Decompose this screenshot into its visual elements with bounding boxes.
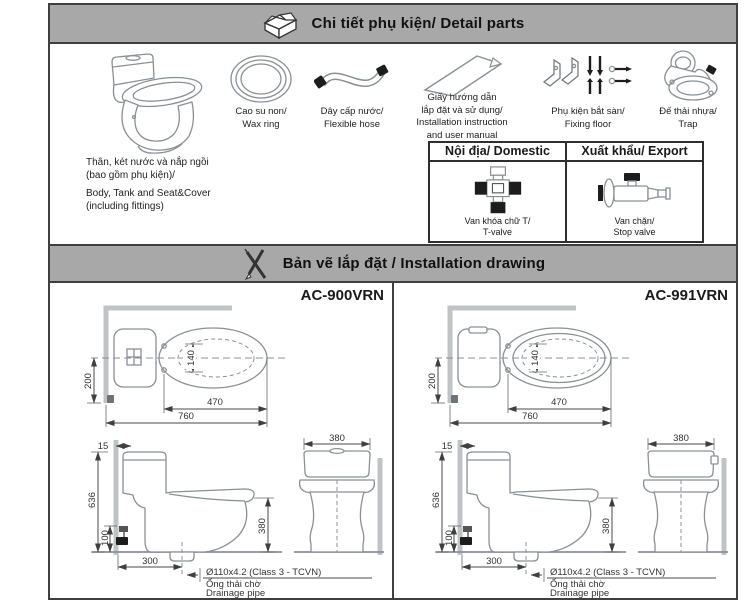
- dim-380-height: 380: [257, 518, 268, 534]
- pipe-spec: Ø110x4.2 (Class 3 - TCVN): [550, 567, 665, 578]
- open-box-icon: [263, 11, 298, 39]
- stop-valve-icon: [597, 172, 671, 208]
- side-view-drawing-900: 15 636 100 300 380 Ø110x4.2 (: [87, 434, 384, 598]
- dim-470: 470: [551, 397, 567, 408]
- dim-140: 140: [186, 350, 197, 366]
- detail-parts-title: Chi tiết phụ kiện/ Detail parts: [311, 15, 525, 32]
- export-cell: Van chặn/ Stop valve: [567, 162, 702, 241]
- trap-caption: Đế thải nhựa/ Trap: [659, 106, 717, 130]
- top-view-drawing-991: 140 200 470 760: [427, 305, 633, 427]
- dim-636: 636: [431, 492, 442, 508]
- domestic-header: Nội địa/ Domestic: [430, 143, 567, 160]
- dim-470: 470: [207, 397, 223, 408]
- panel-ac-900vrn: AC-900VRN: [50, 283, 392, 598]
- dim-636: 636: [87, 492, 98, 508]
- detail-parts-header: Chi tiết phụ kiện/ Detail parts: [48, 3, 738, 44]
- dim-380-width: 380: [329, 434, 345, 444]
- top-view-drawing-900: 140 200 470 760: [83, 305, 289, 427]
- dim-760: 760: [522, 411, 538, 422]
- detail-parts-body: Thân, két nước và nắp ngồi (bao gồm phụ …: [48, 44, 738, 244]
- installation-header: Bản vẽ lắp đặt / Installation drawing: [48, 244, 738, 283]
- dim-15: 15: [98, 441, 109, 452]
- toilet-caption: Thân, két nước và nắp ngồi (bao gồm phụ …: [86, 157, 211, 212]
- dim-15: 15: [442, 441, 453, 452]
- trap-icon: [664, 50, 718, 101]
- panel-ac-991vrn: AC-991VRN: [392, 283, 736, 598]
- export-caption: Van chặn/ Stop valve: [613, 215, 656, 238]
- manual-caption: Giấy hướng dẫn lắp đặt và sử dụng/ Insta…: [416, 92, 508, 141]
- wax-ring-icon: [230, 55, 292, 103]
- dim-200: 200: [83, 373, 94, 389]
- dim-140: 140: [530, 350, 541, 366]
- domestic-caption: Van khóa chữ T/ T-valve: [464, 215, 531, 238]
- dim-380-height: 380: [601, 518, 612, 534]
- pipe-label-en: Drainage pipe: [206, 588, 265, 598]
- dim-380-width: 380: [673, 434, 689, 444]
- dim-200: 200: [427, 373, 438, 389]
- toilet-illustration: [111, 53, 203, 154]
- installation-title: Bản vẽ lắp đặt / Installation drawing: [282, 255, 546, 272]
- pipe-label-en: Drainage pipe: [550, 588, 609, 598]
- t-valve-icon: [474, 165, 521, 213]
- pencil-icon: [244, 248, 266, 280]
- dim-760: 760: [178, 411, 194, 422]
- model-name-991: AC-991VRN: [644, 287, 728, 304]
- valve-table: Nội địa/ Domestic Xuất khẩu/ Export: [428, 141, 704, 243]
- fixing-floor-caption: Phụ kiện bắt sàn/ Fixing floor: [551, 106, 625, 130]
- valve-table-header: Nội địa/ Domestic Xuất khẩu/ Export: [430, 143, 702, 162]
- dim-100: 100: [100, 530, 111, 546]
- wax-ring-caption: Cao su non/ Wax ring: [235, 106, 287, 130]
- valve-table-body: Van khóa chữ T/ T-valve: [430, 161, 702, 241]
- flexible-hose-caption: Dây cấp nước/ Flexible hose: [320, 106, 384, 130]
- dim-300: 300: [142, 556, 158, 567]
- domestic-cell: Van khóa chữ T/ T-valve: [430, 161, 567, 241]
- export-header: Xuất khẩu/ Export: [581, 144, 688, 159]
- pipe-label-vi: Ống thải chờ: [206, 578, 261, 590]
- side-view-drawing-991: 15 636 100 300 380 Ø110x4.2 (: [431, 434, 728, 598]
- content-area: Chi tiết phụ kiện/ Detail parts Thân, ké…: [48, 3, 738, 600]
- pipe-spec: Ø110x4.2 (Class 3 - TCVN): [206, 567, 321, 578]
- pipe-label-vi: Ống thải chờ: [550, 578, 605, 590]
- flexible-hose-icon: [314, 64, 389, 89]
- dim-300: 300: [486, 556, 502, 567]
- installation-drawings: AC-900VRN: [48, 283, 738, 600]
- fixing-floor-icon: [542, 56, 632, 94]
- model-name-900: AC-900VRN: [300, 287, 384, 304]
- manual-icon: [423, 55, 503, 96]
- dim-100: 100: [444, 530, 455, 546]
